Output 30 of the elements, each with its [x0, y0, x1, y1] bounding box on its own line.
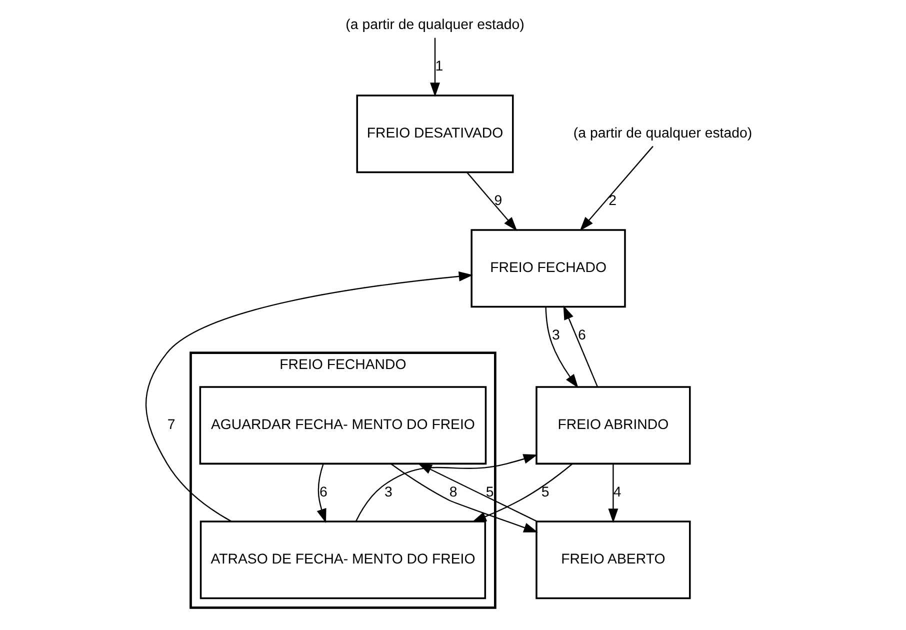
edge-label: 9 [494, 192, 502, 209]
edge-label: 6 [319, 484, 327, 500]
node-box: AGUARDAR FECHA- MENTO DO FREIO [198, 386, 486, 465]
arrow [579, 146, 653, 231]
arrow [390, 463, 538, 532]
arrow [417, 463, 537, 522]
edge-label: 8 [448, 484, 457, 500]
node-text: (a partir de qualquer estado) [572, 126, 752, 142]
node-box: FREIO ABERTO [535, 520, 690, 600]
node-box: FREIO ABRINDO [535, 386, 690, 465]
node-box: ATRASO DE FECHA- MENTO DO FREIO [199, 520, 486, 600]
arrow [466, 172, 517, 231]
arrow [544, 306, 578, 388]
arrow [562, 305, 598, 387]
arrow [145, 271, 473, 522]
arrow [354, 454, 538, 522]
edge-label: 6 [577, 327, 586, 344]
edge-label: 3 [384, 484, 392, 500]
node-box: FREIO FECHADO [470, 229, 626, 308]
edge-label: 2 [608, 192, 616, 209]
arrow [316, 464, 326, 523]
edge-label: 5 [540, 484, 549, 500]
edge-label: 7 [166, 416, 175, 433]
arrow [472, 464, 572, 522]
edge-label: 5 [485, 484, 494, 500]
arrow [430, 38, 440, 97]
edge-label: 1 [434, 58, 443, 74]
edge-label: 3 [552, 327, 560, 344]
node-box: FREIO DESATIVADO [356, 94, 514, 174]
node-text: (a partir de qualquer estado) [345, 16, 524, 33]
